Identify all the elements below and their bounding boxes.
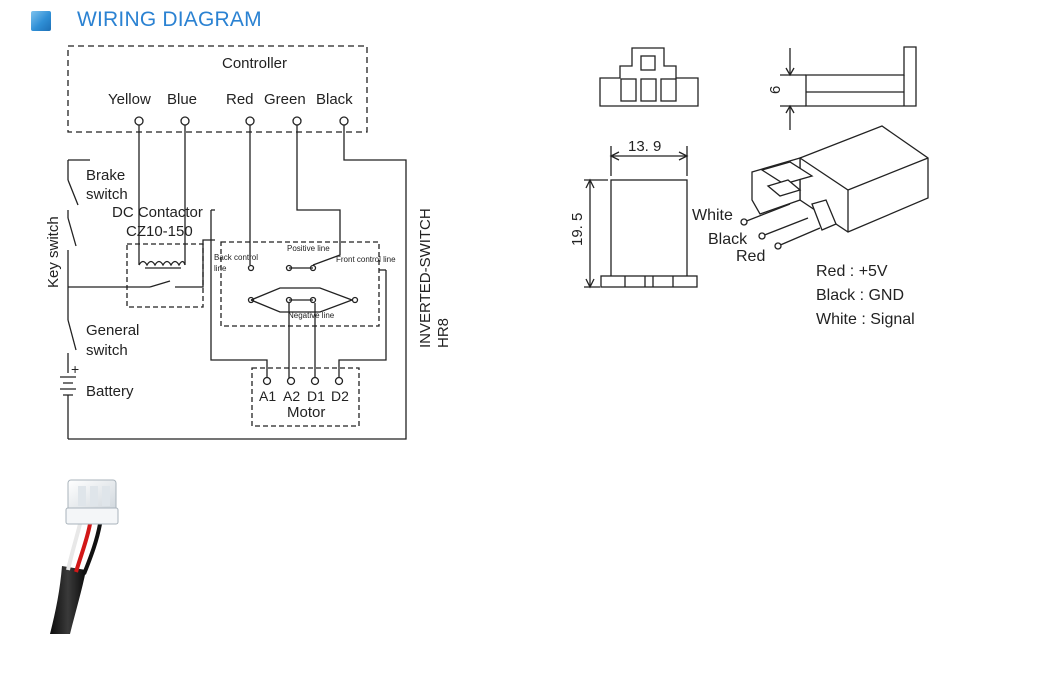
battery-plus: + <box>71 361 79 377</box>
battery-symbol <box>60 376 76 396</box>
terminal-label-red: Red <box>226 91 254 108</box>
motor-label: Motor <box>287 404 325 421</box>
key-switch-label: Key switch <box>45 216 62 288</box>
motor-box <box>251 367 360 427</box>
controller-box <box>67 45 368 133</box>
motor-terminal-a1: A1 <box>259 388 276 404</box>
connector-isometric <box>740 125 929 250</box>
terminal-red <box>245 116 255 126</box>
pin-label-red: Red <box>736 248 765 265</box>
controller-title: Controller <box>222 55 287 72</box>
pin-label-white: White <box>692 207 733 224</box>
terminal-yellow <box>134 116 144 126</box>
height-dimension <box>584 179 608 288</box>
wire-black <box>68 125 407 440</box>
contactor-label-1: DC Contactor <box>112 204 203 221</box>
inverter-box <box>220 241 380 327</box>
battery-label: Battery <box>86 383 134 400</box>
positive-line-label: Positive line <box>287 244 330 253</box>
motor-terminal-d1: D1 <box>307 388 325 404</box>
pin-label-black: Black <box>708 231 748 248</box>
connector-side-view <box>805 46 917 107</box>
inverter-name: INVERTED-SWITCH <box>417 208 434 348</box>
key-switch-blade <box>67 217 77 247</box>
depth-dimension <box>780 48 806 130</box>
general-switch-blade <box>67 319 77 351</box>
brake-switch-label-2: switch <box>86 186 128 203</box>
cable-photo <box>50 479 119 634</box>
page-title: WIRING DIAGRAM <box>77 8 262 31</box>
motor-terminal-d2: D2 <box>331 388 349 404</box>
brake-switch-blade <box>67 179 79 206</box>
terminal-label-yellow: Yellow <box>108 91 151 108</box>
height-dimension-label: 19. 5 <box>569 213 586 246</box>
contactor-coil <box>138 260 186 267</box>
terminal-label-blue: Blue <box>167 91 197 108</box>
schematic <box>60 45 407 440</box>
brake-switch-label-1: Brake <box>86 167 125 184</box>
legend-white: White : Signal <box>816 311 915 328</box>
contactor-label-2: CZ10-150 <box>126 223 193 240</box>
general-switch-label-2: switch <box>86 342 128 359</box>
wire-green <box>296 125 341 242</box>
back-control-label-1: Back control <box>214 253 258 262</box>
negative-line-label: Negative line <box>288 311 335 320</box>
width-dimension <box>610 146 688 176</box>
front-control-line-label: Front control line <box>336 255 396 264</box>
terminal-label-black: Black <box>316 91 353 108</box>
terminal-black <box>339 116 349 126</box>
legend-black: Black : GND <box>816 287 904 304</box>
motor-terminal-a2: A2 <box>283 388 300 404</box>
terminal-label-green: Green <box>264 91 306 108</box>
header-bullet-icon <box>31 11 51 31</box>
inverter-model: HR8 <box>435 318 452 348</box>
depth-dimension-label: 6 <box>767 86 784 94</box>
connector-body-view <box>610 179 688 278</box>
terminal-blue <box>180 116 190 126</box>
connector-drawings <box>584 46 929 289</box>
width-dimension-label: 13. 9 <box>628 138 661 155</box>
legend-red: Red : +5V <box>816 263 888 280</box>
back-control-label-2: line <box>214 264 227 273</box>
terminal-green <box>292 116 302 126</box>
general-switch-label-1: General <box>86 322 139 339</box>
